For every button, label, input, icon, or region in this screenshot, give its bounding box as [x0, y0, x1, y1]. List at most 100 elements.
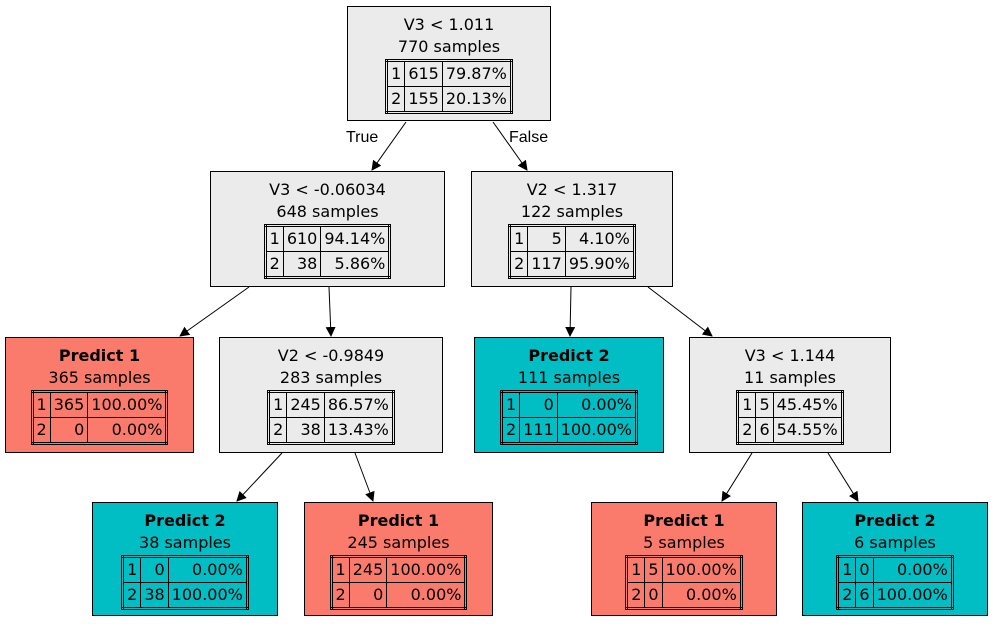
count-cell: 38: [286, 417, 325, 444]
edge-n4-n7: [236, 452, 283, 502]
count-cell: 0: [348, 582, 388, 609]
count-cell: 5: [644, 556, 663, 583]
percent-cell: 0.00%: [167, 556, 248, 583]
edge-n1-n4: [325, 286, 336, 337]
node-samples: 11 samples: [744, 368, 836, 387]
class-cell: 2: [31, 417, 51, 444]
node-samples: 111 samples: [517, 368, 621, 387]
node-condition: V3 < 1.011: [403, 15, 495, 34]
class-cell: 2: [330, 582, 350, 609]
count-cell: 5: [755, 391, 774, 418]
percent-cell: 95.90%: [564, 251, 635, 278]
count-cell: 5: [527, 225, 566, 252]
percent-cell: 54.55%: [772, 417, 843, 444]
percent-cell: 45.45%: [772, 391, 843, 418]
node-condition: V3 < -0.06034: [269, 180, 386, 199]
class-cell: 2: [264, 251, 284, 278]
node-condition: V2 < -0.9849: [277, 346, 385, 365]
class-cell: 1: [268, 391, 288, 418]
count-cell: 365: [49, 391, 89, 418]
percent-cell: 0.00%: [386, 582, 467, 609]
node-samples: 648 samples: [276, 202, 379, 221]
edge-n6-n9: [721, 452, 753, 502]
edge-label-true: True: [346, 129, 378, 146]
node-prediction: Predict 1: [58, 346, 141, 365]
node-prediction: Predict 2: [528, 346, 610, 365]
node-samples: 5 samples: [643, 533, 725, 552]
class-cell: 1: [837, 556, 857, 583]
percent-cell: 86.57%: [323, 391, 394, 418]
class-cell: 2: [386, 86, 406, 113]
count-cell: 6: [755, 417, 774, 444]
count-cell: 0: [644, 582, 663, 609]
edge-n2-n5: [565, 286, 576, 337]
node-samples: 365 samples: [48, 368, 151, 387]
percent-cell: 0.00%: [87, 417, 168, 444]
percent-cell: 0.00%: [556, 391, 637, 418]
percent-cell: 100.00%: [87, 391, 168, 418]
class-cell: 1: [737, 391, 757, 418]
edge-n0-n1: [371, 121, 407, 171]
count-cell: 155: [404, 86, 443, 113]
percent-cell: 4.10%: [564, 225, 635, 252]
count-cell: 111: [519, 417, 558, 444]
class-cell: 1: [330, 556, 350, 583]
edge-n0-n2: [492, 121, 528, 171]
percent-cell: 100.00%: [167, 582, 248, 609]
class-cell: 1: [509, 225, 529, 252]
count-cell: 117: [527, 251, 566, 278]
count-cell: 245: [286, 391, 325, 418]
class-cell: 2: [737, 417, 757, 444]
node-samples: 122 samples: [520, 202, 624, 221]
class-cell: 2: [501, 417, 521, 444]
percent-cell: 13.43%: [323, 417, 394, 444]
percent-cell: 5.86%: [320, 251, 391, 278]
node-prediction: Predict 1: [357, 511, 440, 530]
percent-cell: 20.13%: [441, 86, 512, 113]
count-cell: 0: [519, 391, 558, 418]
node-samples: 770 samples: [397, 37, 501, 56]
node-condition: V3 < 1.144: [744, 346, 836, 365]
edge-label-false: False: [509, 129, 548, 146]
node-prediction: Predict 1: [643, 511, 725, 530]
count-cell: 0: [855, 556, 874, 583]
edge-n2-n6: [647, 286, 713, 337]
class-cell: 2: [122, 582, 142, 609]
percent-cell: 100.00%: [556, 417, 637, 444]
count-cell: 38: [140, 582, 169, 609]
node-prediction: Predict 2: [854, 511, 936, 530]
percent-cell: 100.00%: [872, 582, 953, 609]
edge-n4-n8: [354, 452, 375, 502]
percent-cell: 0.00%: [661, 582, 742, 609]
